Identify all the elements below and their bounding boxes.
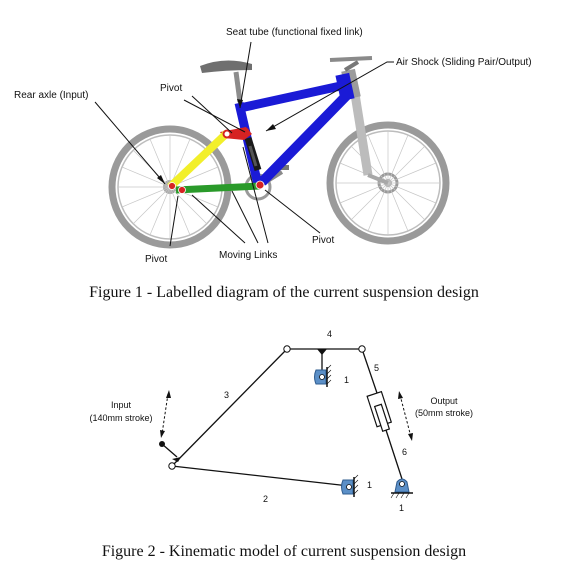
ground-support-lower [390,478,413,499]
output-stroke-label: (50mm stroke) [415,408,473,418]
bicycle-illustration [108,56,450,249]
label-ground-1-upper: 1 [344,375,349,385]
label-pivot-top: Pivot [160,83,182,94]
revolute-joints [168,345,366,470]
ground-support-middle [341,474,359,497]
input-point [159,441,165,447]
label-seat-tube: Seat tube (functional fixed link) [226,27,363,38]
output-motion-arrow [398,391,413,441]
input-label: Input [111,400,132,410]
label-link-2: 2 [263,494,268,504]
label-moving-links: Moving Links [219,250,277,261]
label-rear-axle: Rear axle (Input) [14,90,88,101]
shock-cylinder [366,390,393,432]
figure1-caption: Figure 1 - Labelled diagram of the curre… [89,284,479,301]
label-air-shock: Air Shock (Sliding Pair/Output) [396,57,532,68]
label-ground-1-lower: 1 [399,503,404,513]
pivot-markers [168,128,265,194]
saddle [200,60,252,103]
input-joint-marker [172,457,181,462]
seat-stay-link [167,130,230,190]
output-label: Output [430,396,458,406]
air-shock [244,136,262,172]
input-arm [161,443,178,458]
input-motion-arrow [160,390,171,438]
link-6 [385,429,403,480]
link-3 [171,348,288,467]
leader-lines [94,41,394,247]
chain-stay-link [175,182,261,194]
ground-support-upper [314,364,332,387]
link-4-joint-marker [317,349,327,355]
handlebar [329,56,373,72]
label-pivot-bottom-right: Pivot [312,235,334,246]
label-link-3: 3 [224,390,229,400]
figure2-caption: Figure 2 - Kinematic model of current su… [102,543,466,560]
label-link-5: 5 [374,363,379,373]
leader-arrowheads [157,99,276,184]
link-5 [361,348,379,397]
label-pivot-bottom-left: Pivot [145,254,167,265]
link-2 [171,465,350,487]
label-ground-1-middle: 1 [367,480,372,490]
kinematic-model [159,345,413,499]
label-link-6: 6 [402,447,407,457]
label-link-4: 4 [327,329,332,339]
input-stroke-label: (140mm stroke) [89,413,152,423]
